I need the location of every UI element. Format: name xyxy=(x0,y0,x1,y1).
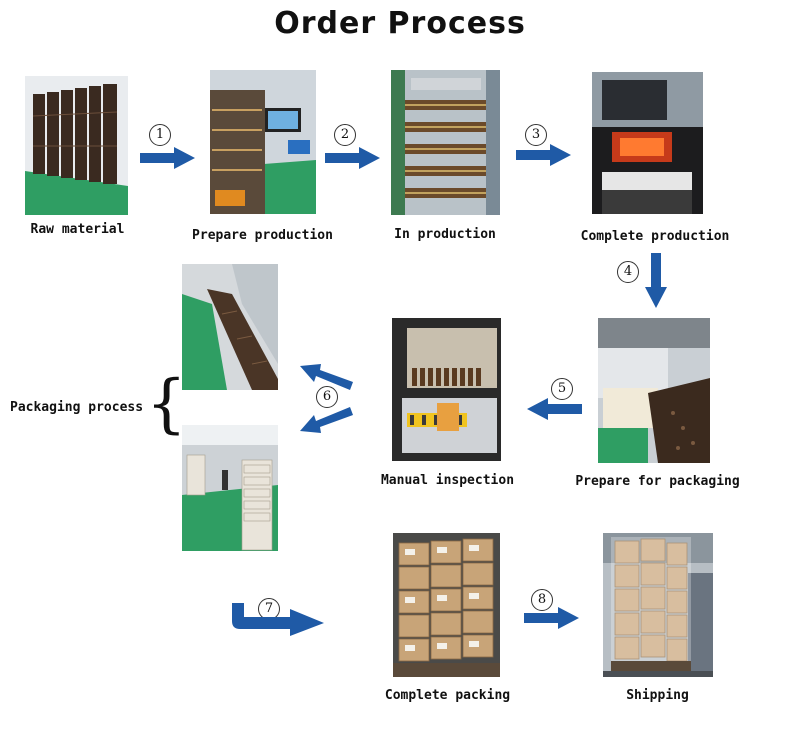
packaging-warehouse-photo xyxy=(182,425,278,551)
in-production-photo xyxy=(391,70,500,215)
prepare-production-label: Prepare production xyxy=(192,228,333,243)
arrow-turn-right-icon xyxy=(232,603,324,636)
arrow-up-left-icon xyxy=(300,364,353,390)
prepare-packaging-label: Prepare for packaging xyxy=(575,474,740,489)
step-8-badge: 8 xyxy=(531,589,553,611)
page-title: Order Process xyxy=(274,6,526,41)
arrow-right-icon xyxy=(516,144,571,166)
arrow-right-icon xyxy=(140,147,195,169)
complete-production-label: Complete production xyxy=(580,229,730,244)
arrow-right-icon xyxy=(524,607,579,629)
step-4-badge: 4 xyxy=(617,261,639,283)
raw-material-photo xyxy=(25,76,128,215)
arrow-down-icon xyxy=(645,253,667,308)
step-1-badge: 1 xyxy=(149,124,171,146)
packaging-conveyor-photo xyxy=(182,264,278,390)
raw-material-label: Raw material xyxy=(30,222,125,237)
step-5-badge: 5 xyxy=(551,378,573,400)
prepare-production-photo xyxy=(210,70,316,214)
complete-production-photo xyxy=(592,72,703,214)
step-2-badge: 2 xyxy=(334,124,356,146)
shipping-photo xyxy=(603,533,713,677)
step-3-badge: 3 xyxy=(525,124,547,146)
arrow-right-icon xyxy=(325,147,380,169)
manual-inspection-label: Manual inspection xyxy=(380,473,515,488)
step-6-badge: 6 xyxy=(316,386,338,408)
packaging-process-label: Packaging process xyxy=(10,400,144,415)
manual-inspection-photo xyxy=(392,318,501,461)
prepare-packaging-photo xyxy=(598,318,710,463)
brace-icon: { xyxy=(146,367,187,441)
shipping-label: Shipping xyxy=(626,688,689,703)
arrow-left-icon xyxy=(527,398,582,420)
in-production-label: In production xyxy=(394,227,496,242)
arrow-down-left-icon xyxy=(300,407,353,433)
complete-packing-label: Complete packing xyxy=(384,688,511,703)
complete-packing-photo xyxy=(393,533,500,677)
